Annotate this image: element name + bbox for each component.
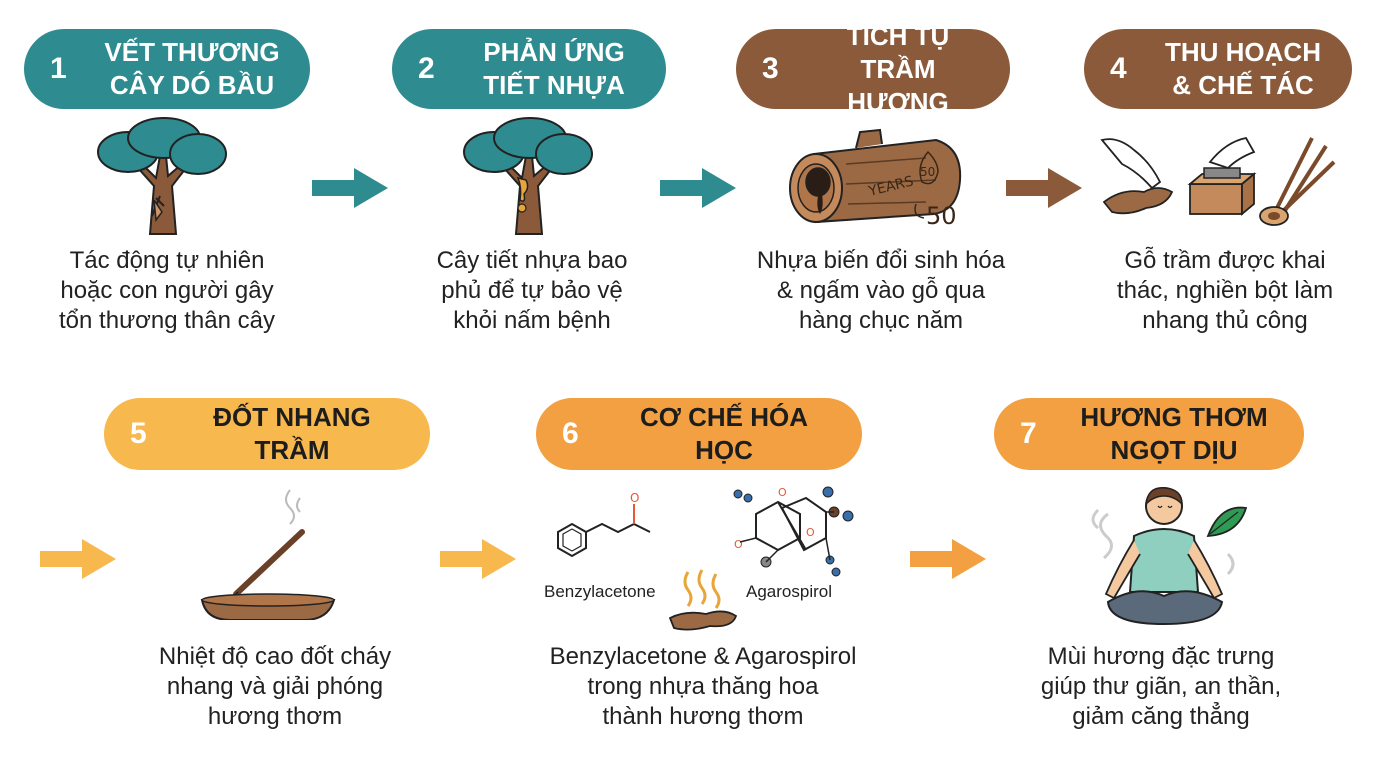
step-1-number: 1 [50,52,67,85]
step-3-desc-line: Nhựa biến đổi sinh hóa [756,247,1006,274]
step-6-desc-line: trong nhựa thăng hoa [587,673,819,700]
step-6-number: 6 [562,417,579,450]
step-5-number: 5 [130,417,147,450]
molecule-icon: O [557,491,651,558]
step-1-desc-line: Tác động tự nhiên [69,247,265,274]
step-2-header: 2 PHẢN ỨNG TIẾT NHỰA [392,29,666,109]
step-1-description: Tác động tự nhiên hoặc con người gây tổn… [24,246,310,336]
carving-tools-icon [1100,136,1336,226]
step-7-title: HƯƠNG THƠM NGỌT DỊU [1066,401,1304,467]
svg-text:O: O [806,526,815,539]
incense-stick-icon [200,489,336,620]
step-5-desc-line: hương thơm [207,703,343,730]
arrow-right-icon [440,539,516,579]
benzylacetone-label: Benzylacetone [544,582,656,601]
step-3-title-line: TÍCH TỤ [846,20,950,51]
step-6-desc-line: thành hương thơm [602,703,804,730]
tree-resin-icon [463,117,593,235]
svg-text:O: O [778,486,787,499]
step-7-title-line: NGỌT DỊU [1110,435,1238,465]
step-4-desc-line: thác, nghiền bột làm [1116,277,1334,304]
step-5-description: Nhiệt độ cao đốt cháy nhang và giải phón… [130,642,420,732]
step-3-header: 3 TÍCH TỤ TRẦM HƯƠNG [736,21,1010,117]
arrow-right-icon [910,539,986,579]
arrow-right-icon [312,168,388,208]
step-4-title-line: & CHẾ TÁC [1172,70,1314,100]
step-1-title-line: CÂY DÓ BẦU [109,70,275,100]
step-4-description: Gỗ trầm được khai thác, nghiền bột làm n… [1080,246,1370,336]
step-7-desc-line: giảm căng thẳng [1072,703,1250,730]
step-4-title: THU HOẠCH & CHẾ TÁC [1156,36,1352,102]
step-7-header: 7 HƯƠNG THƠM NGỌT DỊU [994,398,1304,470]
step-2-desc-line: khỏi nấm bệnh [453,307,611,334]
step-4-desc-line: nhang thủ công [1142,307,1308,334]
step-6-title-line: CƠ CHẾ HÓA HỌC [639,402,809,465]
step-5-desc-line: Nhiệt độ cao đốt cháy [158,643,392,670]
step-7-desc-line: giúp thư giãn, an thần, [1040,673,1282,700]
step-7-number: 7 [1020,417,1037,450]
step-2-description: Cây tiết nhựa bao phủ để tự bảo vệ khỏi … [392,246,672,336]
step-4-header: 4 THU HOẠCH & CHẾ TÁC [1084,29,1352,109]
step-6-description: Benzylacetone & Agarospirol trong nhựa t… [530,642,876,732]
step-2-number: 2 [418,52,435,85]
step-7-title-line: HƯƠNG THƠM [1080,402,1268,432]
step-2-desc-line: phủ để tự bảo vệ [441,277,623,304]
step-3-desc-line: & ngấm vào gỗ qua [776,277,986,304]
step-3-title: TÍCH TỤ TRẦM HƯƠNG [808,20,1010,119]
step-4-number: 4 [1110,52,1127,85]
step-5-title-line: ĐỐT NHANG TRẦM [213,402,371,465]
step-2-title-line: PHẢN ỨNG [483,37,625,67]
arrow-right-icon [660,168,736,208]
step-1-header: 1 VẾT THƯƠNG CÂY DÓ BẦU [24,29,310,109]
tree-wound-icon [97,117,227,235]
step-4-title-line: THU HOẠCH [1165,37,1321,67]
step-1-desc-line: tổn thương thân cây [59,307,275,334]
molecule-icon: O O O [733,486,854,577]
svg-text:O: O [734,538,743,551]
step-2-title: PHẢN ỨNG TIẾT NHỰA [464,36,666,102]
step-6-desc-line: Benzylacetone & Agarospirol [549,643,857,670]
step-1-title-line: VẾT THƯƠNG [104,37,280,67]
step-5-title: ĐỐT NHANG TRẦM [176,401,430,467]
step-7-description: Mùi hương đặc trưng giúp thư giãn, an th… [1016,642,1306,732]
step-2-desc-line: Cây tiết nhựa bao [436,247,628,274]
step-5-desc-line: nhang và giải phóng [166,673,384,700]
svg-text:O: O [630,491,639,505]
step-3-number: 3 [762,52,779,85]
agarwood-log-icon: YEARS 50 50 [789,128,962,230]
arrow-right-icon [40,539,116,579]
step-3-desc-line: hàng chục năm [798,307,964,334]
fifty-years-label: 50 [926,202,957,230]
wood-smoke-icon [668,569,738,631]
arrow-right-icon [1006,168,1082,208]
step-2-title-line: TIẾT NHỰA [483,70,625,100]
step-3-title-line: TRẦM HƯƠNG [847,53,949,117]
step-6-title: CƠ CHẾ HÓA HỌC [608,401,862,467]
fifty-ring-label: 50 [920,165,935,179]
step-4-desc-line: Gỗ trầm được khai [1124,247,1326,274]
step-5-header: 5 ĐỐT NHANG TRẦM [104,398,430,470]
step-6-header: 6 CƠ CHẾ HÓA HỌC [536,398,862,470]
step-1-title: VẾT THƯƠNG CÂY DÓ BẦU [96,36,310,102]
agarospirol-label: Agarospirol [746,582,832,601]
step-3-description: Nhựa biến đổi sinh hóa & ngấm vào gỗ qua… [730,246,1032,336]
step-1-desc-line: hoặc con người gây [60,277,274,304]
meditation-person-icon [1091,487,1248,626]
step-7-desc-line: Mùi hương đặc trưng [1047,643,1275,670]
